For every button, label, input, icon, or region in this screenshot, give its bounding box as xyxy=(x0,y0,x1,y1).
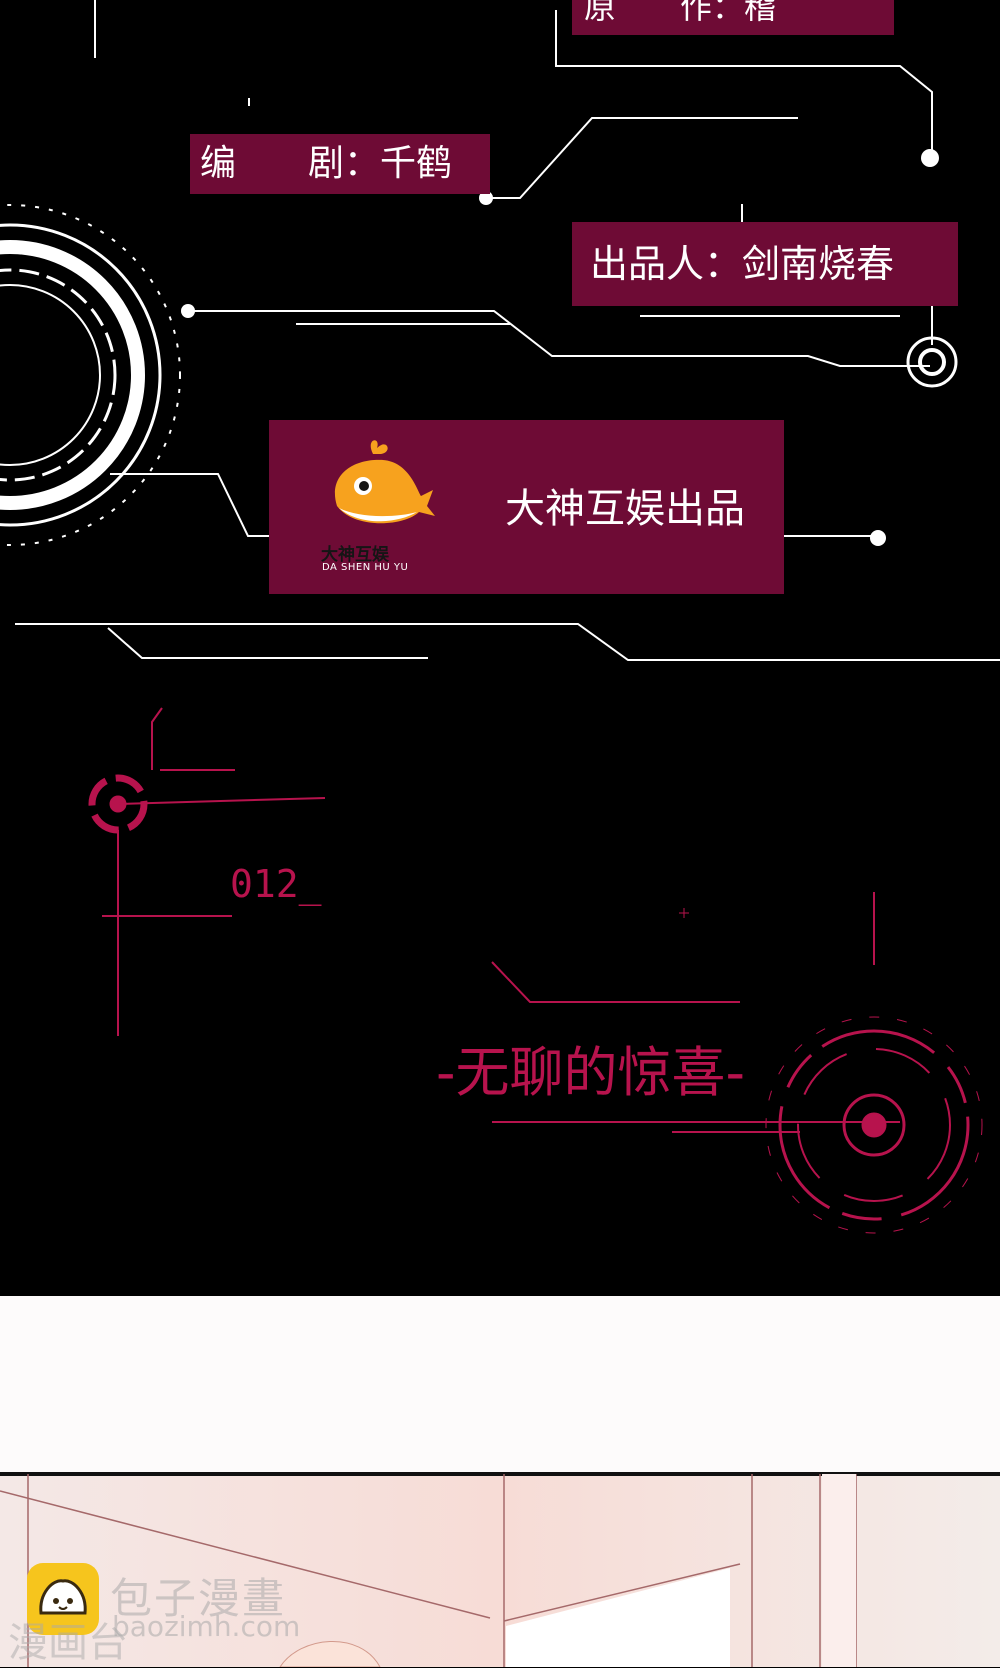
title-page: 原 作：稽 编 剧：千鹤 出品人：剑南烧春 大神互娱 DA SHEN HU YU… xyxy=(0,0,1000,1234)
watermark-site-name-2: 漫画台 xyxy=(8,1620,128,1666)
bun-icon xyxy=(27,1563,99,1635)
studio-logo-en: DA SHEN HU YU xyxy=(322,562,409,573)
watermark-url: baozimh.com xyxy=(112,1610,301,1643)
studio-name: 大神互娱出品 xyxy=(505,486,745,532)
writer-credit: 编 剧：千鹤 xyxy=(190,134,490,194)
studio-logo-text: 大神互娱 xyxy=(321,545,389,565)
chapter-number: 012_ xyxy=(230,862,322,906)
studio-banner: 大神互娱 DA SHEN HU YU 大神互娱出品 xyxy=(269,420,784,594)
panel-art xyxy=(0,1472,1000,1667)
orange-whale-icon xyxy=(334,440,435,524)
producer-credit: 出品人：剑南烧春 xyxy=(572,222,958,306)
author-credit: 原 作：稽 xyxy=(572,0,894,35)
ring-hud xyxy=(0,204,181,546)
chapter-title: -无聊的惊喜- xyxy=(436,1041,745,1104)
watermark-site-name: 包子漫畫 xyxy=(110,1574,287,1623)
comic-panel xyxy=(0,1296,1000,1667)
